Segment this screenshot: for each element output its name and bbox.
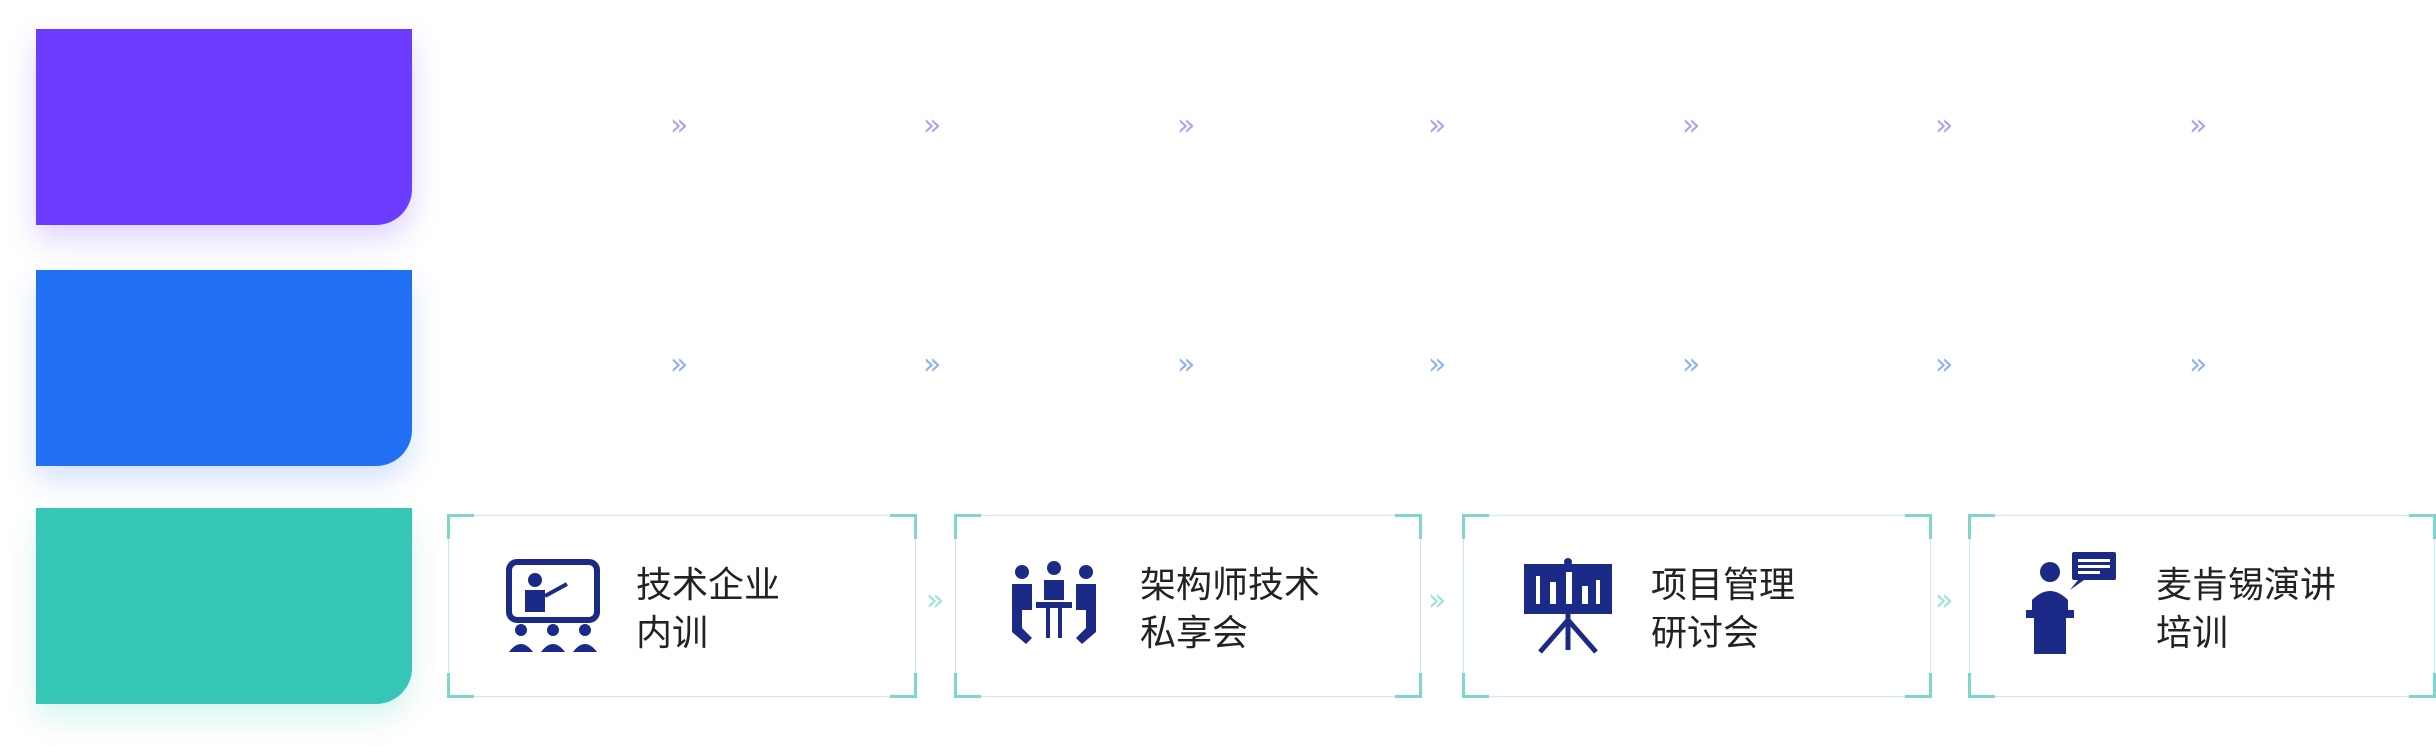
card-label-line-1: 架构师技术 xyxy=(1140,565,1321,606)
card-label-line-1: 麦肯锡演讲 xyxy=(2156,565,2337,606)
double-chevron-right-icon: » xyxy=(923,108,941,143)
card-label: 技术企业 内训 xyxy=(636,562,780,658)
row-3-color-tab[interactable] xyxy=(36,508,412,704)
card-corner xyxy=(1462,673,1489,698)
double-chevron-right-icon: » xyxy=(1682,347,1700,382)
card-corner xyxy=(447,673,474,698)
process-row-2: » » » » » » » xyxy=(0,240,2436,480)
double-chevron-right-icon: » xyxy=(1428,583,1446,618)
card-project-management[interactable]: 项目管理 研讨会 xyxy=(1462,514,1932,698)
card-corner xyxy=(1905,673,1932,698)
card-label-line-1: 技术企业 xyxy=(636,565,781,606)
double-chevron-right-icon: » xyxy=(1935,583,1953,618)
double-chevron-right-icon: » xyxy=(670,347,688,382)
card-label: 架构师技术 私享会 xyxy=(1140,562,1320,658)
card-mckinsey-speech[interactable]: 麦肯锡演讲 培训 xyxy=(1968,514,2436,698)
card-corner xyxy=(1968,673,1995,698)
process-row-3: 技术企业 内训 » 架构师技术 私享会 » xyxy=(0,480,2436,746)
card-corner xyxy=(954,514,981,539)
card-architect-salon[interactable]: 架构师技术 私享会 xyxy=(954,514,1422,698)
card-tech-training[interactable]: 技术企业 内训 xyxy=(447,514,917,698)
double-chevron-right-icon: » xyxy=(1935,347,1953,382)
double-chevron-right-icon: » xyxy=(923,347,941,382)
card-corner xyxy=(447,514,474,539)
process-row-1: » » » » » » » xyxy=(0,0,2436,240)
double-chevron-right-icon: » xyxy=(2189,347,2207,382)
card-corner xyxy=(1395,673,1422,698)
meeting-group-icon xyxy=(1012,561,1096,644)
row-2-arrows: » » » » » » » xyxy=(0,240,2436,480)
card-corner xyxy=(1395,514,1422,539)
row-1-arrows: » » » » » » » xyxy=(0,0,2436,240)
double-chevron-right-icon: » xyxy=(670,108,688,143)
card-label: 麦肯锡演讲 培训 xyxy=(2156,562,2336,658)
card-label: 项目管理 研讨会 xyxy=(1651,562,1795,658)
card-label-line-2: 内训 xyxy=(636,613,709,654)
card-label-line-2: 培训 xyxy=(2156,613,2229,654)
teacher-presentation-icon xyxy=(506,559,600,652)
presentation-board-icon xyxy=(1524,558,1612,654)
card-corner xyxy=(954,673,981,698)
card-label-line-2: 私享会 xyxy=(1140,613,1249,654)
double-chevron-right-icon: » xyxy=(1177,108,1195,143)
double-chevron-right-icon: » xyxy=(1428,108,1446,143)
card-corner xyxy=(890,514,917,539)
card-corner xyxy=(1462,514,1489,539)
card-corner xyxy=(2409,673,2436,698)
card-label-line-1: 项目管理 xyxy=(1651,565,1796,606)
card-label-line-2: 研讨会 xyxy=(1651,613,1760,654)
double-chevron-right-icon: » xyxy=(926,583,944,618)
card-corner xyxy=(2409,514,2436,539)
card-corner xyxy=(1905,514,1932,539)
card-corner xyxy=(890,673,917,698)
row-2-color-tab[interactable] xyxy=(36,270,412,466)
speaker-podium-icon xyxy=(2026,552,2116,654)
card-corner xyxy=(1968,514,1995,539)
double-chevron-right-icon: » xyxy=(2189,108,2207,143)
double-chevron-right-icon: » xyxy=(1177,347,1195,382)
row-1-color-tab[interactable] xyxy=(36,29,412,225)
double-chevron-right-icon: » xyxy=(1935,108,1953,143)
double-chevron-right-icon: » xyxy=(1428,347,1446,382)
double-chevron-right-icon: » xyxy=(1682,108,1700,143)
